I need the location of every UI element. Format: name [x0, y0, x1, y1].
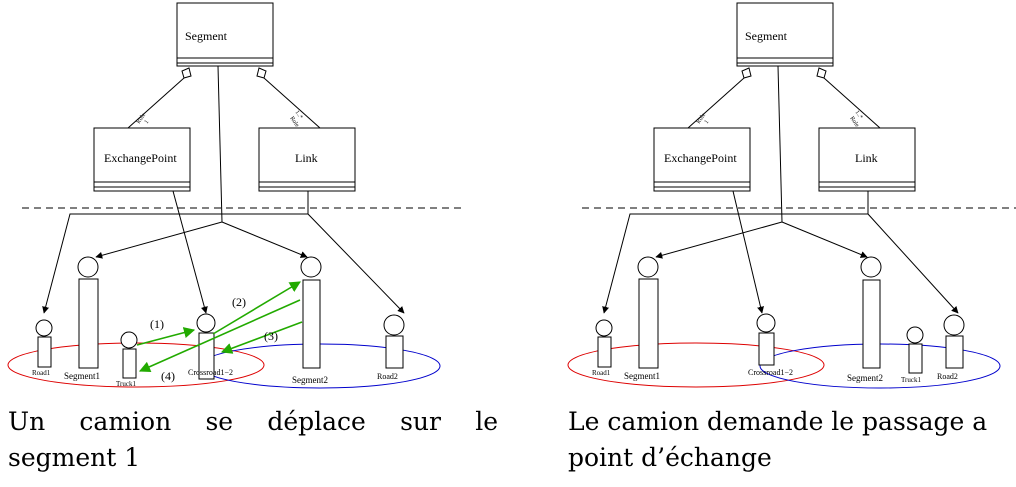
segment1-label: Segment1 [64, 371, 100, 381]
multiplicity-right: 1..* [853, 110, 863, 121]
road1-label: Road1 [592, 369, 611, 377]
crossroad-actor: Crossroad1−2 [188, 313, 233, 380]
road1-actor: Road1 [592, 319, 613, 377]
segment1-actor: Segment1 [624, 256, 660, 381]
role-label-left: Role [136, 112, 148, 125]
caption-left: Un camion se déplace sur le segment 1 [8, 404, 498, 476]
aggregation-line [687, 77, 745, 129]
segment2-actor: Segment2 [292, 256, 328, 385]
road2-label: Road2 [937, 372, 958, 381]
aggregation-line [823, 77, 881, 129]
diagram-right: Segment ExchangePoint Link Role 1 Role 1… [567, 2, 1016, 389]
caption-word: sur [400, 407, 441, 436]
aggregation-diamond [256, 67, 267, 79]
message-arrow-4 [138, 299, 301, 373]
exchangepoint-class-box: ExchangePoint [653, 127, 751, 192]
caption-word: Un [8, 407, 46, 436]
instance-arrow [221, 221, 308, 258]
road2-actor: Road2 [937, 314, 965, 381]
instance-arrow [42, 191, 309, 314]
caption-word: camion [79, 407, 172, 436]
aggregation-diamond [816, 67, 827, 79]
segment1-actor: Segment1 [64, 256, 100, 381]
message-arrow-2 [212, 281, 301, 335]
caption-word: déplace [267, 407, 366, 436]
message-arrow-1 [136, 327, 196, 346]
step-label-4: (4) [161, 369, 175, 383]
link-class-box: Link [258, 127, 356, 192]
caption-word: le [475, 407, 498, 436]
link-class-label: Link [295, 151, 318, 165]
caption-right-line1: Le camion demande le passage a [568, 407, 988, 436]
caption-word: se [205, 407, 234, 436]
crossroad-label: Crossroad1−2 [188, 368, 233, 377]
road2-label: Road2 [377, 372, 398, 381]
crossroad-actor: Crossroad1−2 [748, 313, 793, 377]
multiplicity-right: 1..* [293, 110, 303, 121]
role-label-right: Role [288, 116, 300, 129]
instance-arrow [602, 191, 869, 314]
segment-class-box: Segment [736, 2, 834, 67]
exchangepoint-class-label: ExchangePoint [104, 151, 177, 165]
instance-arrow [781, 221, 868, 258]
role-label-left: Role [696, 112, 708, 125]
segment-class-label: Segment [185, 29, 228, 43]
segment2-label: Segment2 [292, 375, 328, 385]
road1-label: Road1 [32, 369, 51, 377]
exchangepoint-class-label: ExchangePoint [664, 151, 737, 165]
segment1-group-ellipse [567, 342, 825, 388]
diagram-left: Segment ExchangePoint Link Role 1 Role 1… [7, 2, 465, 389]
instance-arrow [172, 190, 208, 314]
aggregation-line [263, 77, 321, 129]
caption-right: Le camion demande le passage a point d’é… [568, 404, 1016, 476]
truck1-actor: Truck1 [901, 326, 924, 384]
exchangepoint-class-box: ExchangePoint [93, 127, 191, 192]
instance-arrow [307, 213, 405, 314]
instance-arrow [732, 190, 764, 314]
truck1-actor: Truck1 [116, 331, 138, 388]
segment-class-box: Segment [176, 2, 274, 67]
multiplicity-left: 1 [704, 119, 711, 125]
segment-class-label: Segment [745, 29, 788, 43]
truck1-label: Truck1 [116, 380, 136, 388]
segment2-label: Segment2 [847, 373, 883, 383]
truck1-label: Truck1 [901, 376, 921, 384]
caption-right-line2: point d’échange [568, 443, 772, 472]
aggregation-line [127, 77, 185, 129]
step-label-2: (2) [232, 295, 246, 309]
aggregation-diamond [741, 67, 752, 79]
link-class-label: Link [855, 151, 878, 165]
caption-left-line1: Un camion se déplace sur le [8, 404, 498, 440]
road2-actor: Road2 [377, 314, 405, 381]
step-label-1: (1) [150, 317, 164, 331]
multiplicity-left: 1 [144, 119, 151, 125]
aggregation-diamond [181, 67, 192, 79]
crossroad-label: Crossroad1−2 [748, 368, 793, 377]
segment2-actor: Segment2 [847, 256, 883, 383]
instance-arrow [867, 213, 959, 314]
message-arrow-3 [220, 321, 303, 354]
road1-actor: Road1 [32, 319, 53, 377]
caption-left-line2: segment 1 [8, 443, 141, 472]
link-class-box: Link [818, 127, 916, 192]
step-label-3: (3) [264, 329, 278, 343]
segment1-label: Segment1 [624, 371, 660, 381]
role-label-right: Role [848, 116, 860, 129]
